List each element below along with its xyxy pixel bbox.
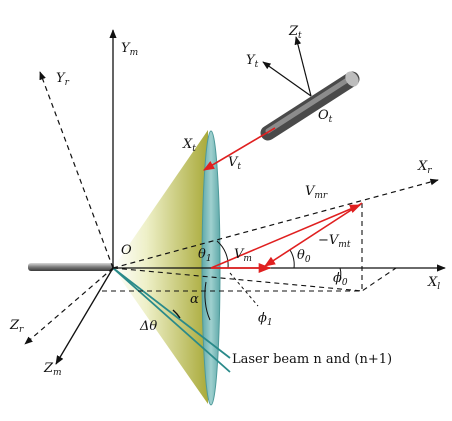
label-yr: Yr [56, 71, 70, 88]
label-zm: Zm [43, 361, 62, 378]
alpha-arc [204, 281, 211, 321]
label-vmr: Vmr [305, 184, 328, 201]
label-phi0: ϕ0 [333, 271, 348, 288]
axis-zr [24, 267, 114, 345]
vector-vt [203, 127, 276, 171]
dtheta-arc [172, 309, 181, 319]
scan-cone [113, 130, 208, 404]
sensor-rod [28, 263, 114, 271]
label-alpha: α [190, 292, 199, 307]
axis-zm [55, 267, 114, 365]
vector-vmr [210, 204, 362, 269]
label-theta0: θ0 [297, 248, 311, 265]
label-zr: Zr [9, 318, 24, 335]
axis-yr [39, 71, 114, 269]
phi0-arc [338, 267, 342, 283]
label-vt: Vt [228, 155, 241, 172]
theta1-arc [216, 240, 229, 269]
label-theta1: θ1 [198, 247, 212, 264]
label-ot: Ot [318, 108, 333, 125]
label-zt: Zt [288, 24, 302, 41]
axis-yt [262, 61, 312, 97]
laser-beam-n1 [112, 267, 231, 373]
vector-vmt [264, 202, 363, 267]
projection-line [112, 267, 363, 292]
laser-beam-n [112, 267, 231, 359]
axis-xr [112, 178, 439, 269]
axis-zt [294, 36, 312, 97]
label-yt: Yt [246, 53, 259, 70]
label-ym: Ym [121, 41, 138, 58]
label-o: O [121, 243, 132, 258]
label-vm: Vm [234, 247, 252, 264]
laser-caption: Laser beam n and (n+1) [232, 352, 392, 367]
label-phi1: ϕ1 [258, 311, 273, 328]
theta0-arc [289, 249, 295, 269]
label-xr: Xr [417, 159, 432, 176]
label-xt: Xt [182, 137, 196, 154]
target-rod [260, 71, 360, 141]
label-dtheta: Δθ [139, 319, 157, 334]
label-vmt: −Vmt [318, 233, 351, 250]
phi1-leader [229, 272, 259, 307]
label-xl: Xl [427, 275, 440, 292]
